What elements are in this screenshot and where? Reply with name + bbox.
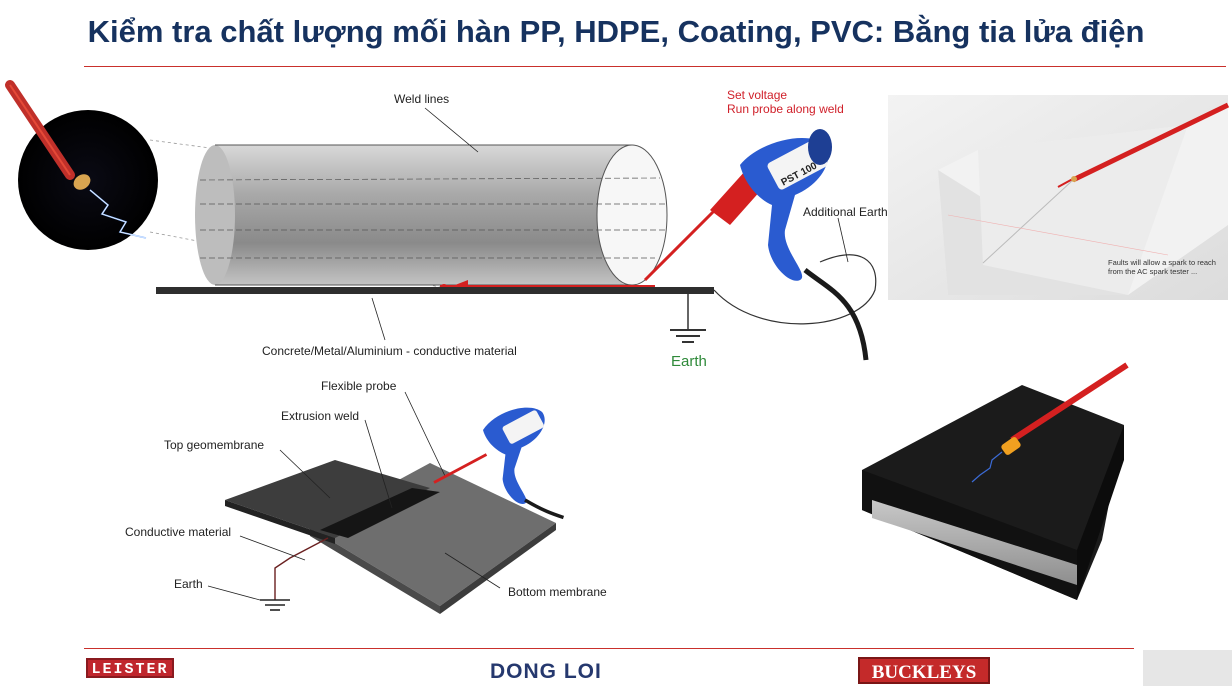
conductive-material-label: Conductive material bbox=[125, 525, 232, 539]
corner-panel bbox=[1143, 650, 1232, 686]
additional-earth-label: Additional Earth bbox=[803, 205, 888, 219]
top-geomembrane-label: Top geomembrane bbox=[164, 438, 265, 452]
weld-lines-label: Weld lines bbox=[394, 92, 450, 106]
dongloi-logo: DONG LOI bbox=[490, 660, 602, 683]
conductive-base-label: Concrete/Metal/Aluminium - conductive ma… bbox=[262, 344, 517, 358]
earth-label-bottom: Earth bbox=[174, 577, 203, 591]
faults-caption: Faults will allow a spark to reach from … bbox=[1108, 258, 1216, 276]
spark-tester-top: PST 100 bbox=[643, 129, 832, 282]
geomembrane-diagram bbox=[207, 391, 565, 614]
buckleys-logo: BUCKLEYS bbox=[858, 657, 990, 684]
run-probe-label: Run probe along weld bbox=[727, 102, 844, 116]
bottom-membrane-label: Bottom membrane bbox=[508, 585, 607, 599]
title-divider bbox=[84, 66, 1226, 67]
flexible-probe-label: Flexible probe bbox=[321, 379, 397, 393]
leister-logo: LEISTER bbox=[86, 658, 174, 678]
fillet-weld-photo bbox=[888, 95, 1230, 300]
footer-divider bbox=[84, 648, 1134, 649]
page-title: Kiểm tra chất lượng mối hàn PP, HDPE, Co… bbox=[87, 14, 1145, 49]
extrusion-weld-label: Extrusion weld bbox=[281, 409, 360, 423]
set-voltage-label: Set voltage bbox=[727, 88, 788, 102]
coated-slab-render bbox=[862, 362, 1129, 600]
earth-label-top: Earth bbox=[671, 353, 707, 370]
